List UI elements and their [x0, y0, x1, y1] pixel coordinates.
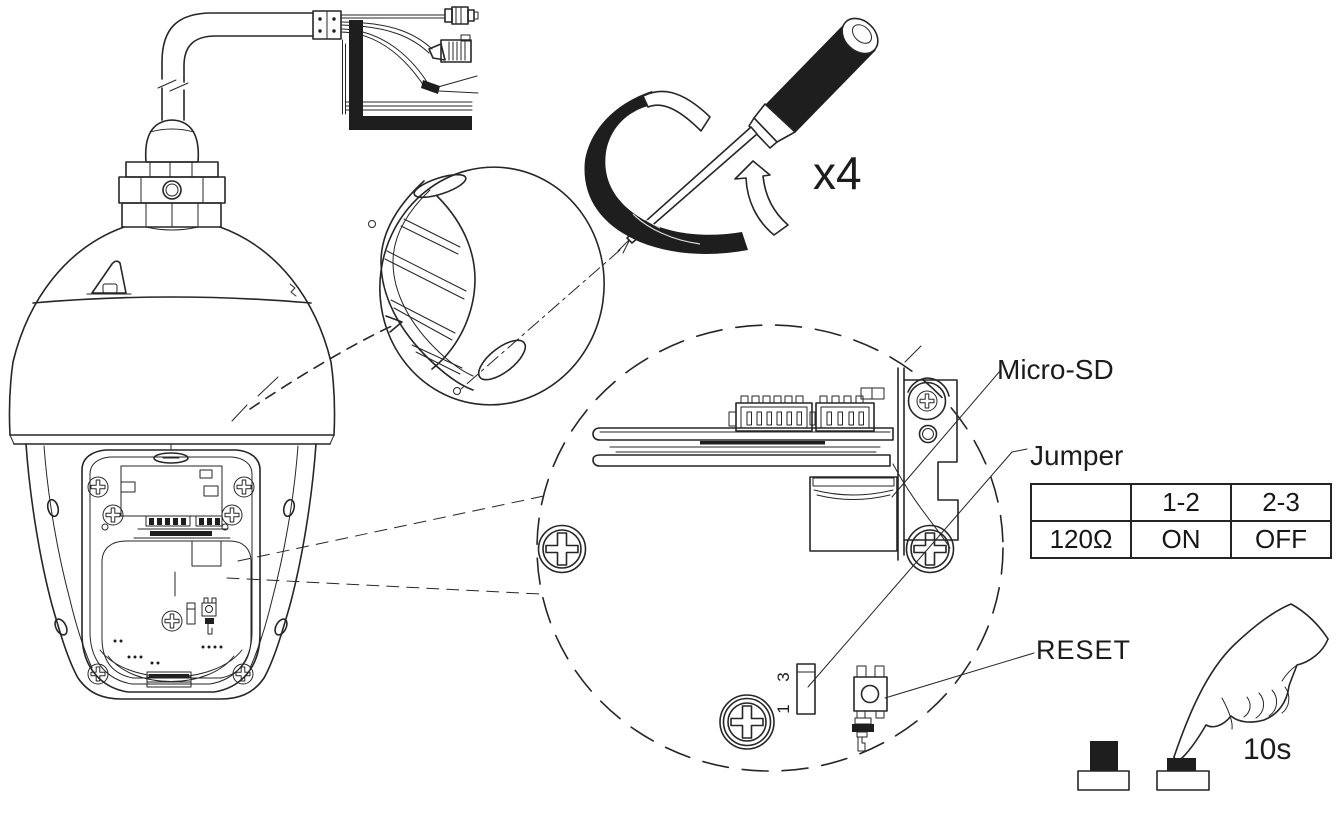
leader-line-micro-sd: [891, 370, 1001, 498]
zoom-detail-view: 3 1: [226, 324, 1035, 772]
internal-screw: [161, 610, 183, 632]
leader-line-jumper: [807, 448, 1028, 688]
internal-jumper: [186, 602, 196, 625]
dome-cover: [368, 166, 605, 406]
screw-count-label: x4: [813, 147, 862, 199]
flange-hole: [46, 498, 60, 518]
table-row: 120Ω ON OFF: [1030, 520, 1332, 559]
dome-shading: [231, 376, 279, 422]
leader-line-reset: [884, 652, 1035, 699]
button-released: [1077, 741, 1130, 791]
detail-screw-bottom: [719, 694, 775, 750]
terminal-block-6pin: [728, 395, 816, 432]
table-cell-col-2-3: 2-3: [1230, 483, 1332, 522]
detail-screw-left: [537, 524, 587, 574]
micro-sd-label: Micro-SD: [997, 354, 1114, 385]
bottom-connector: [146, 671, 192, 688]
cover-tab-bottom: [477, 339, 527, 381]
pan-stop-oval: [153, 452, 189, 464]
dome-body: [8, 226, 336, 436]
pcb-board: [592, 427, 894, 467]
flange-hole: [282, 498, 296, 518]
cover-ribs: [384, 218, 467, 375]
screwdriver-handle: [765, 22, 876, 133]
screw-axis-line: [460, 249, 621, 390]
table-cell-off: OFF: [1230, 520, 1332, 559]
jumper-settings-table: 1-2 2-3 120Ω ON OFF: [1030, 483, 1332, 559]
internal-screw: [233, 476, 255, 498]
cable-connector-block: [312, 10, 342, 40]
table-cell-120ohm: 120Ω: [1030, 520, 1132, 559]
hand-pointing: [1173, 603, 1329, 761]
micro-sd-card: [809, 476, 898, 552]
jumper-pin-label-3: 3: [774, 672, 793, 681]
internal-sd-card: [191, 540, 222, 567]
reset-button: [852, 665, 888, 752]
terminal-block-4pin: [815, 395, 875, 432]
press-illustration: [1077, 603, 1329, 791]
screwdriver: [460, 17, 879, 390]
cover-tab-top: [413, 173, 467, 199]
button-pressed: [1156, 758, 1210, 791]
terminal-block-2pin: [860, 387, 885, 400]
vent-tab: [91, 260, 127, 294]
jumper-label: Jumper: [1030, 440, 1124, 471]
table-cell-on: ON: [1130, 520, 1232, 559]
jumper-block: 3 1: [774, 663, 816, 715]
rotation-arrow-start: [642, 90, 711, 132]
screwdriver-shaft: [626, 126, 758, 244]
cable-bundle: [342, 20, 473, 130]
internal-screw: [232, 663, 254, 685]
internal-screw: [221, 504, 243, 526]
internal-screw: [102, 504, 124, 526]
reset-label: RESET: [1036, 635, 1132, 665]
base-skirt: [25, 443, 317, 700]
camera-assembly: [8, 6, 479, 700]
zoom-cone-line: [237, 495, 545, 562]
rotation-arrow-head: [734, 160, 789, 236]
zoom-cone-line: [226, 577, 541, 595]
cover-screw-hole: [368, 220, 376, 228]
screwdriver-tip: [617, 239, 630, 254]
screwdriver-handle-end: [841, 17, 879, 55]
wall-mount-arm: [157, 12, 314, 121]
transfer-arrow: [249, 315, 403, 410]
mounting-bracket: [892, 345, 959, 561]
internal-reset-button: [201, 597, 217, 635]
internal-pcb: [120, 465, 231, 539]
flange-hole: [54, 618, 68, 636]
press-duration-label: 10s: [1243, 733, 1292, 766]
zoom-circle: [536, 324, 1004, 772]
conduit-collar: [118, 119, 226, 231]
table-cell-blank: [1030, 483, 1132, 522]
bnc-cable: [340, 6, 479, 25]
reset-button-side-view: [852, 717, 874, 752]
flange-hole: [274, 618, 288, 636]
base-rim: [9, 434, 335, 445]
cover-screw-hole: [453, 387, 461, 395]
bracket-hole: [918, 424, 938, 444]
bracket-screw: [907, 377, 950, 421]
jumper-pin-label-1: 1: [774, 704, 793, 713]
camera-opening: [81, 443, 261, 693]
table-cell-col-1-2: 1-2: [1130, 483, 1232, 522]
table-row: 1-2 2-3: [1030, 483, 1332, 522]
internal-screw: [87, 476, 109, 498]
dome-seam: [32, 296, 312, 304]
internal-screw: [87, 663, 109, 685]
rotation-ribbon: [584, 91, 748, 254]
internal-lower-board: [101, 540, 252, 679]
vent-dots: [113, 639, 223, 665]
